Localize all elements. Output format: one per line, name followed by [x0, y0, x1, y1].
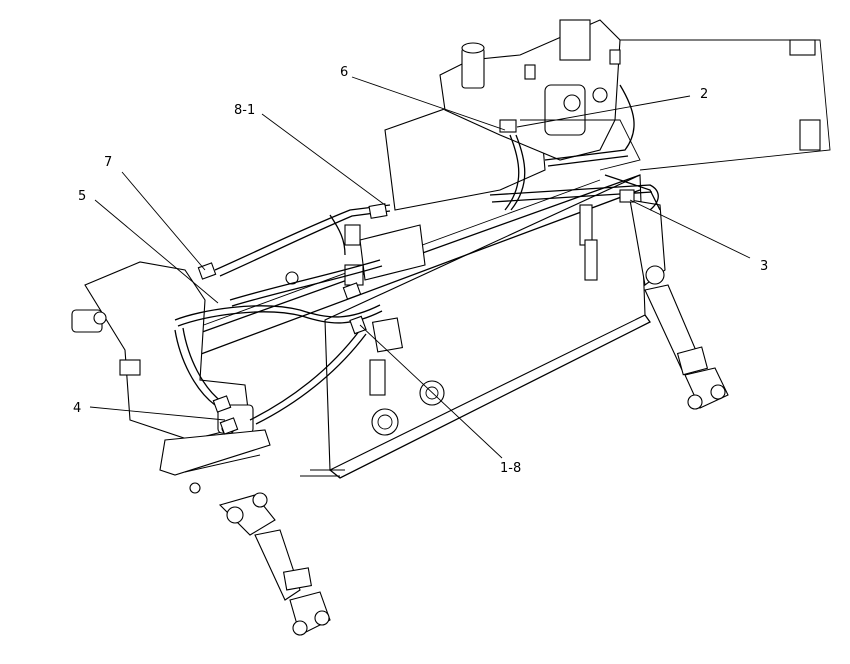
callout-8-1: 8-1 [234, 103, 255, 118]
mid-frame-plates [285, 204, 598, 436]
leader-7 [121, 171, 206, 271]
callout-3: 3 [760, 259, 768, 274]
leader-6 [351, 76, 506, 131]
leader-8-1 [261, 113, 386, 206]
leader-5 [94, 199, 219, 304]
leader-2 [516, 95, 691, 128]
leader-lines [89, 76, 751, 459]
leader-4 [89, 406, 226, 421]
callout-5: 5 [78, 189, 86, 204]
callout-6: 6 [340, 65, 348, 80]
callout-labels: 6 2 8-1 7 5 3 4 1-8 [73, 65, 768, 476]
left-cylinder [218, 492, 331, 636]
upper-valve-block [384, 19, 831, 211]
callout-7: 7 [104, 155, 112, 170]
hydraulic-hoses [174, 84, 661, 435]
callout-2: 2 [700, 87, 708, 102]
leader-3 [629, 199, 751, 259]
callout-4: 4 [73, 401, 81, 416]
callout-1-8: 1-8 [500, 461, 521, 476]
leader-1-8 [359, 324, 503, 459]
right-cylinder [629, 199, 729, 410]
